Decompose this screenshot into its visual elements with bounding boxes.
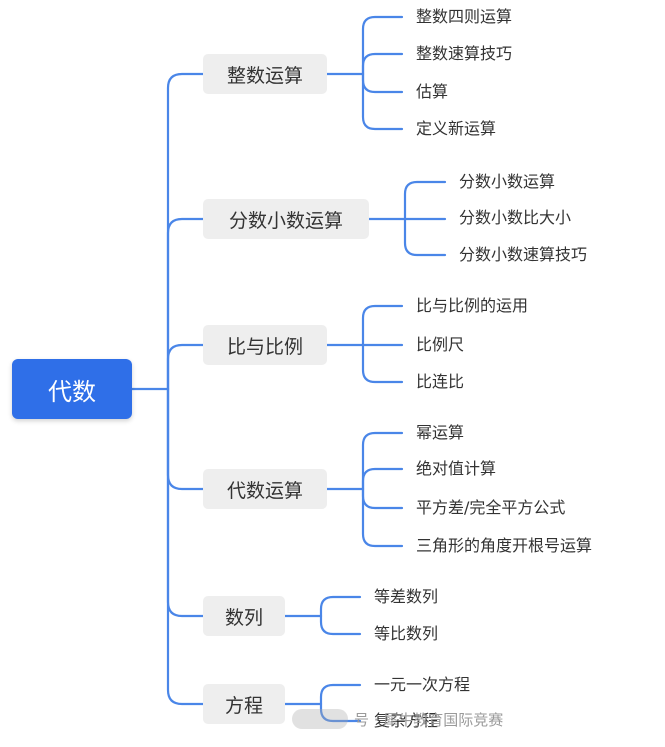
leaf-node: 整数四则运算 (416, 7, 513, 26)
leaf-node: 整数速算技巧 (416, 44, 513, 63)
root-connector (166, 343, 205, 391)
root-connector (166, 72, 205, 391)
leaf-node: 等比数列 (374, 624, 439, 643)
leaf-node: 比连比 (416, 372, 465, 391)
branch-connector (319, 683, 362, 706)
branch-node: 分数小数运算 (203, 199, 369, 239)
branch-node: 整数运算 (203, 54, 327, 94)
branch-connector (361, 52, 404, 76)
branch-node: 数列 (203, 596, 285, 636)
leaf-node: 分数小数比大小 (459, 208, 572, 227)
root-connector (166, 217, 205, 391)
root-connector (166, 387, 205, 618)
leaf-node: 等差数列 (374, 587, 439, 606)
root-connector (166, 387, 205, 491)
leaf-node: 复杂方程 (374, 711, 439, 730)
leaf-node: 幂运算 (416, 423, 465, 442)
root-connector (166, 387, 205, 706)
leaf-node: 比与比例的运用 (416, 296, 529, 315)
root-node: 代数 (12, 359, 132, 419)
leaf-node: 绝对值计算 (416, 459, 497, 478)
branch-connector (403, 180, 447, 221)
branch-connector (361, 431, 404, 491)
branch-node: 代数运算 (203, 469, 327, 509)
leaf-node: 分数小数速算技巧 (459, 245, 588, 264)
wechat-official-account-icon (292, 709, 348, 729)
leaf-node: 平方差/完全平方公式 (416, 498, 566, 517)
watermark-text: 号 · 犀牛教育国际竞赛 (354, 710, 504, 729)
branch-connector (361, 72, 404, 94)
leaf-node: 比例尺 (416, 335, 465, 354)
watermark: 号 · 犀牛教育国际竞赛 (292, 704, 503, 734)
branch-connector (319, 702, 362, 723)
leaf-node: 一元一次方程 (374, 675, 471, 694)
branch-node: 方程 (203, 684, 285, 724)
branch-connector (361, 487, 404, 548)
branch-connector (403, 217, 447, 257)
branch-node: 比与比例 (203, 325, 327, 365)
leaf-node: 定义新运算 (416, 119, 497, 138)
branch-connector (319, 595, 362, 618)
branch-connector (361, 15, 404, 76)
leaf-node: 分数小数运算 (459, 172, 556, 191)
branch-connector (319, 614, 362, 636)
leaf-node: 估算 (416, 82, 449, 101)
branch-connector (361, 467, 404, 491)
branch-connector (361, 304, 404, 347)
branch-connector (361, 487, 404, 510)
leaf-node: 三角形的角度开根号运算 (416, 536, 593, 555)
branch-connector (361, 72, 404, 131)
branch-connector (361, 343, 404, 384)
